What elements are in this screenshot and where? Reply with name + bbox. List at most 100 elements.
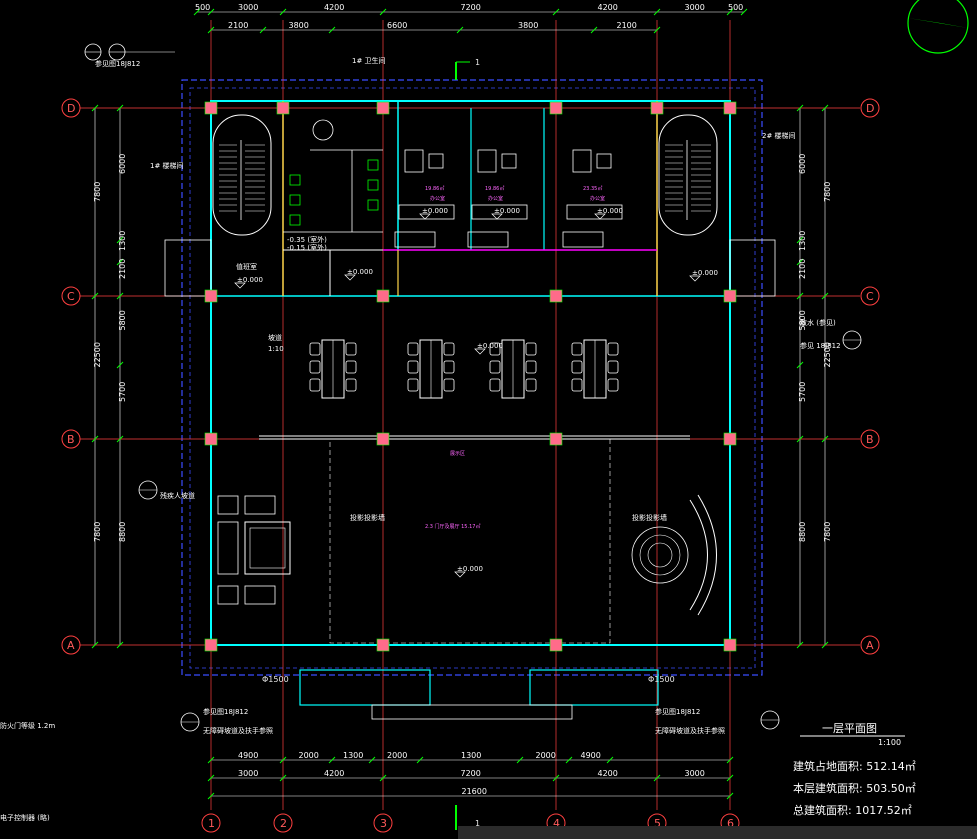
dim-bottom-inner-tick-5 bbox=[516, 756, 524, 764]
dim-top-outer-tick-5 bbox=[653, 8, 661, 16]
chair-r-2-1 bbox=[525, 360, 537, 374]
summary-line-2: 本层建筑面积: 503.50㎡ bbox=[793, 781, 916, 795]
dim-right-inner-tick-1 bbox=[796, 236, 804, 244]
canopy-right-dia: Φ1500 bbox=[648, 675, 675, 684]
water-note: 散水 (参见) bbox=[800, 318, 836, 327]
column-2 bbox=[549, 101, 563, 115]
dim-right-outer-tick-1 bbox=[821, 292, 829, 300]
dim-top-inner-label-0: 2100 bbox=[228, 21, 248, 30]
office-label-3: 办公室 bbox=[590, 195, 605, 202]
dim-right-inner-tick-5 bbox=[796, 435, 804, 443]
col-bubble-label-2: 2 bbox=[280, 817, 287, 830]
section-label-bottom: 1 bbox=[475, 819, 480, 828]
chair-r-2-2 bbox=[525, 378, 537, 392]
room-area-1: 19.86㎡ bbox=[425, 185, 444, 192]
chair-l-0-0 bbox=[309, 342, 321, 356]
dim-top-outer-tick-3 bbox=[379, 8, 387, 16]
dim-left-inner-tick-0 bbox=[116, 104, 124, 112]
column-7 bbox=[723, 289, 737, 303]
column-12 bbox=[204, 638, 218, 652]
level-value-4: ±0.000 bbox=[237, 276, 263, 284]
dim-left-inner-tick-3 bbox=[116, 292, 124, 300]
dim-bottom-outer-label-1: 4200 bbox=[324, 769, 344, 778]
chair-l-1-0 bbox=[407, 342, 419, 356]
chair-l-2-1 bbox=[489, 360, 501, 374]
office-sofa-2 bbox=[562, 231, 604, 248]
room-area-3: 23.35㎡ bbox=[583, 185, 602, 192]
exhibit-label: 展示区 bbox=[450, 451, 465, 457]
col-bubble-label-4: 4 bbox=[553, 817, 560, 830]
projector-right-label: 投影投影墙 bbox=[632, 513, 667, 522]
dim-right-outer-tick-2 bbox=[821, 435, 829, 443]
dim-top-inner-tick-0 bbox=[207, 26, 215, 34]
chair-l-3-0 bbox=[571, 342, 583, 356]
col-bubble-3 bbox=[373, 813, 393, 833]
dim-bottom-inner-label-6: 4900 bbox=[581, 751, 601, 760]
canopy-left-dia: Φ1500 bbox=[262, 675, 289, 684]
level-mark-4 bbox=[234, 282, 246, 289]
dim-bottom-inner-tick-0 bbox=[207, 756, 215, 764]
dim-left-inner-tick-2 bbox=[116, 258, 124, 266]
left-note: 残疾人坡道 bbox=[160, 491, 195, 500]
column-6 bbox=[549, 289, 563, 303]
dim-bottom-inner-tick-6 bbox=[565, 756, 573, 764]
column-8 bbox=[204, 432, 218, 446]
chair-l-2-2 bbox=[489, 378, 501, 392]
chair-l-2-0 bbox=[489, 342, 501, 356]
dim-top-outer-label-6: 500 bbox=[728, 3, 743, 12]
north-arrow bbox=[907, 0, 969, 54]
row-bubble-label-D-0: D bbox=[67, 102, 75, 115]
bottom-scroll-strip[interactable] bbox=[458, 826, 977, 839]
bottom-left-note: 无障碍坡道及扶手参照 bbox=[203, 726, 273, 735]
level-outdoor-1: -0.35 (室外) bbox=[287, 235, 327, 244]
row-bubble-label-C-0: C bbox=[67, 290, 75, 303]
chair-r-1-1 bbox=[443, 360, 455, 374]
column-0 bbox=[204, 101, 218, 115]
outer-dashed-outline bbox=[181, 79, 763, 676]
furniture-layer bbox=[289, 119, 623, 399]
structural-columns bbox=[204, 101, 737, 652]
chair-l-3-1 bbox=[571, 360, 583, 374]
ramp-label: 坡道 bbox=[268, 333, 282, 342]
dim-right-outer-label-0: 7800 bbox=[823, 182, 832, 202]
wc-basin-0 bbox=[289, 174, 301, 186]
dim-top-outer-tick-2 bbox=[279, 8, 287, 16]
dim-bottom-inner-label-1: 2000 bbox=[299, 751, 319, 760]
wc-door-swing bbox=[312, 119, 334, 141]
dim-bottom-outer-tick-3 bbox=[552, 774, 560, 782]
dim-bottom-inner-tick-2 bbox=[328, 756, 336, 764]
dim-bottom-outer-label-0: 3000 bbox=[238, 769, 258, 778]
detail-ref-4: 参见图18J812 bbox=[655, 707, 700, 716]
dim-top-outer-tick-4 bbox=[552, 8, 560, 16]
row-bubble-label-C-1: C bbox=[866, 290, 874, 303]
column-15 bbox=[723, 638, 737, 652]
dim-top-outer-label-2: 4200 bbox=[324, 3, 344, 12]
chair-r-0-1 bbox=[345, 360, 357, 374]
wc-basin-1 bbox=[289, 194, 301, 206]
office-label-2: 办公室 bbox=[488, 195, 503, 202]
col-bubble-label-1: 1 bbox=[208, 817, 215, 830]
left-margin-note-1: 防火门等级 1.2m bbox=[0, 721, 55, 730]
dim-left-inner-label-3: 5800 bbox=[118, 310, 127, 330]
col-bubble-label-5: 5 bbox=[654, 817, 661, 830]
stair-left bbox=[212, 114, 272, 236]
column-3 bbox=[723, 101, 737, 115]
chair-l-0-2 bbox=[309, 378, 321, 392]
office-sofa-1 bbox=[467, 231, 509, 248]
column-16 bbox=[276, 101, 290, 115]
row-bubble-D-1 bbox=[860, 98, 880, 118]
axis-grid bbox=[80, 20, 860, 810]
dim-top-inner-tick-4 bbox=[590, 26, 598, 34]
dim-left-inner-label-5: 8800 bbox=[118, 522, 127, 542]
row-bubble-label-B-0: B bbox=[67, 433, 75, 446]
dim-right-inner-label-3: 5800 bbox=[798, 310, 807, 330]
dim-left-inner-tick-4 bbox=[116, 361, 124, 369]
detail-bubbles bbox=[84, 43, 862, 732]
dim-left-outer-label-1: 22500 bbox=[93, 342, 102, 367]
level-value-5: ±0.000 bbox=[692, 269, 718, 277]
text-labels: 1 1 1# 卫生间 1# 楼梯间 2# 楼梯间 19.86㎡ 19.86㎡ 2… bbox=[0, 56, 841, 828]
level-value-6: ±0.000 bbox=[477, 342, 503, 350]
column-11 bbox=[723, 432, 737, 446]
dim-bottom-outer-tick-5 bbox=[726, 774, 734, 782]
office-chair-0 bbox=[428, 153, 444, 169]
